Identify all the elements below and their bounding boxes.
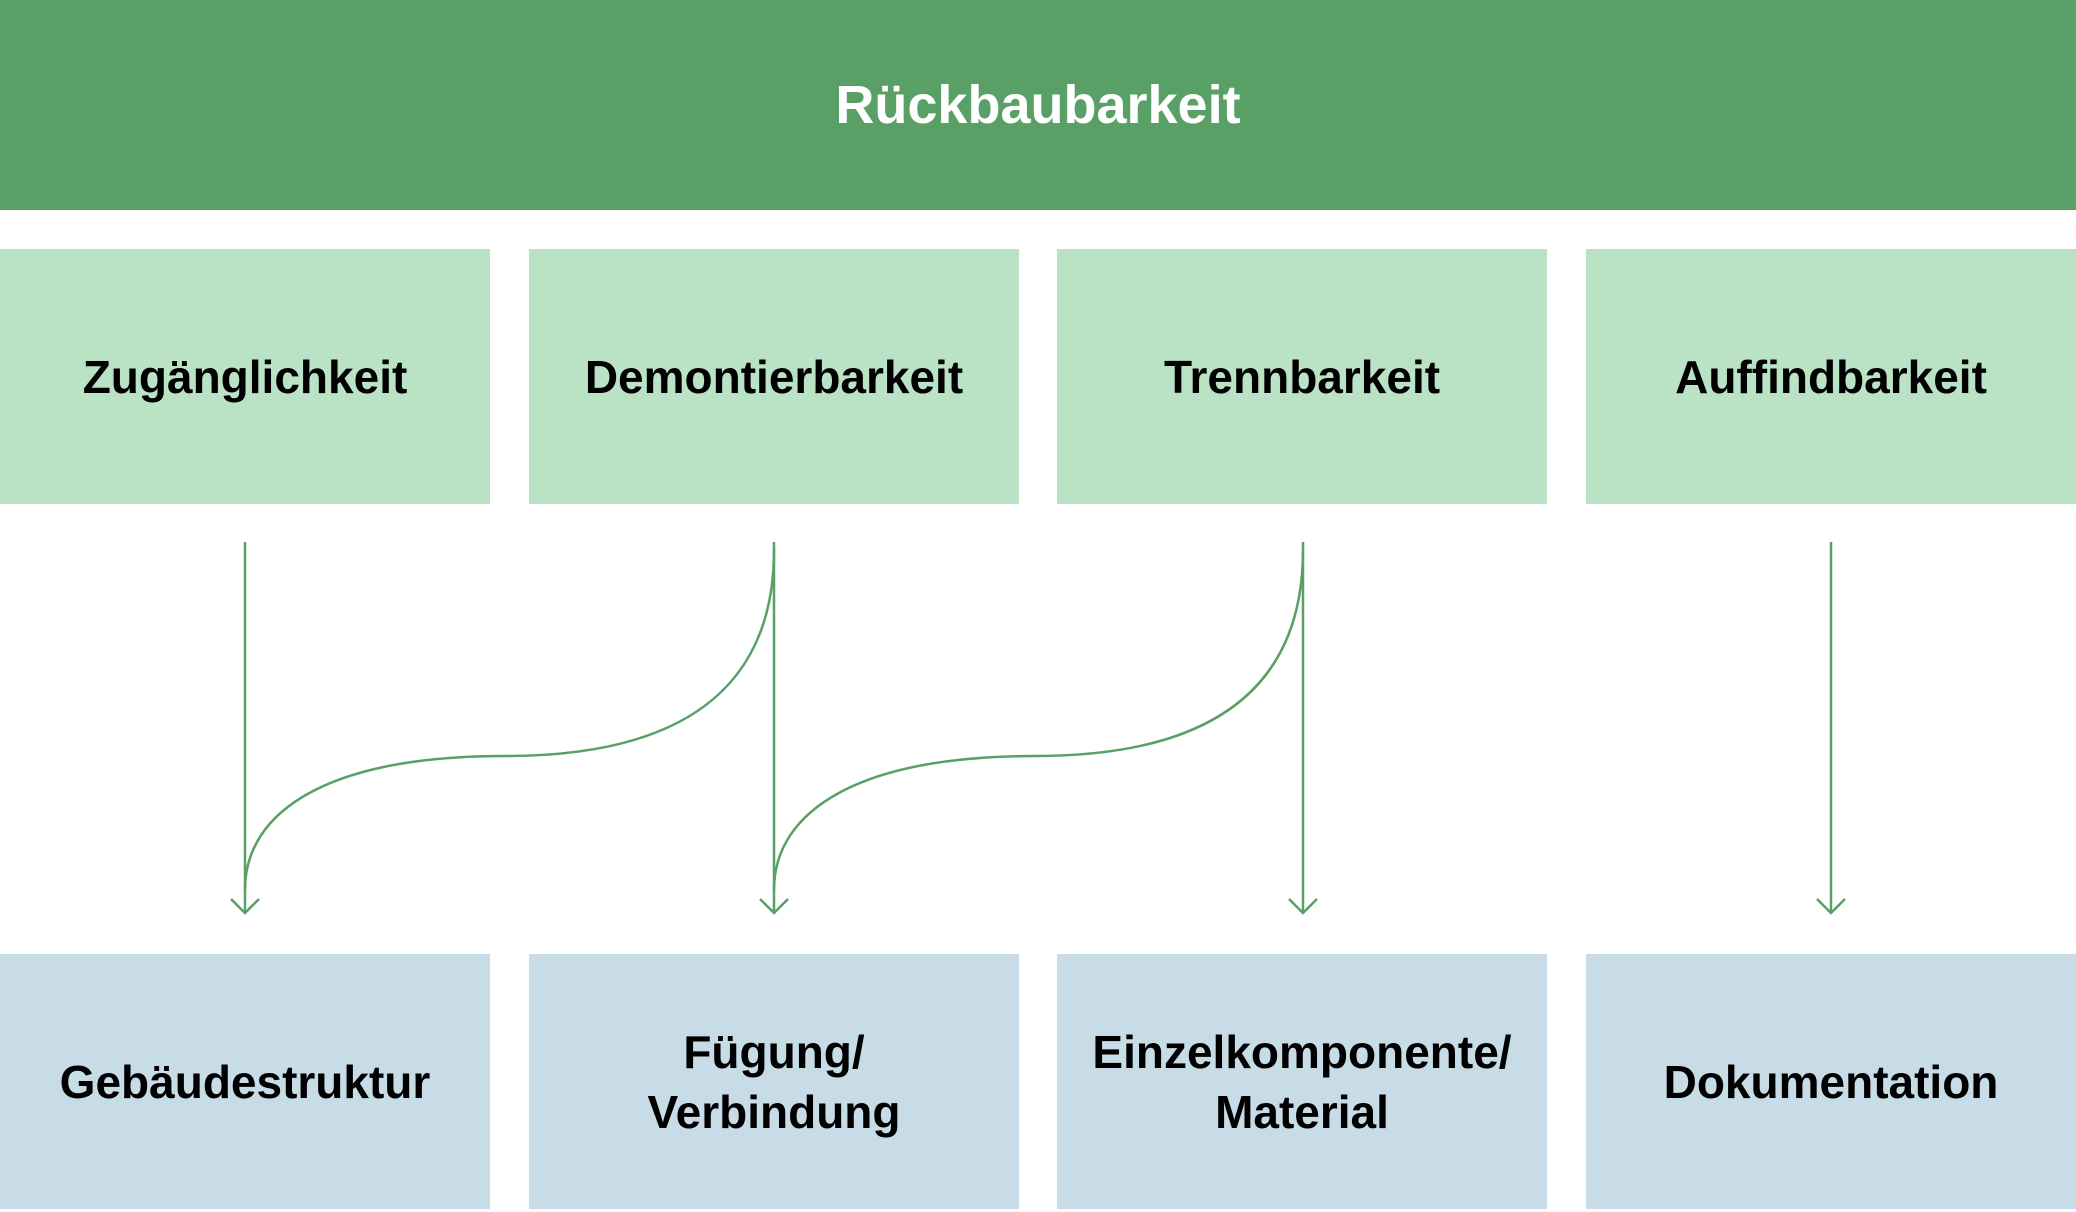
criterion-box-trennbarkeit: Trennbarkeit (1057, 249, 1547, 504)
diagram-title: Rückbaubarkeit (835, 75, 1241, 135)
level-box-dokumentation: Dokumentation (1586, 954, 2076, 1209)
arrow-head-4 (1816, 898, 1846, 915)
level-label: Fügung/ Verbindung (647, 1025, 901, 1138)
level-box-gebaeudestruktur: Gebäudestruktur (0, 954, 490, 1209)
level-box-fuegung-verbindung: Fügung/ Verbindung (529, 954, 1019, 1209)
level-label: Dokumentation (1663, 1055, 1999, 1108)
criterion-box-zugaenglichkeit: Zugänglichkeit (0, 249, 490, 504)
level-label: Einzelkomponente/ Material (1092, 1025, 1512, 1138)
level-label: Gebäudestruktur (59, 1055, 431, 1108)
header-bar: Rückbaubarkeit (0, 0, 2076, 210)
arrow-head-3 (1288, 898, 1318, 915)
curve-trennbarkeit-to-fuegung (772, 549, 1305, 891)
criterion-label: Trennbarkeit (1163, 350, 1441, 403)
arrow-head-2 (759, 898, 789, 915)
criterion-box-demontierbarkeit: Demontierbarkeit (529, 249, 1019, 504)
curve-demontierbarkeit-to-gebaeudestruktur (243, 549, 776, 891)
arrow-head-1 (230, 898, 260, 915)
criterion-box-auffindbarkeit: Auffindbarkeit (1586, 249, 2076, 504)
criterion-label: Zugänglichkeit (82, 350, 408, 403)
level-box-einzelkomponente-material: Einzelkomponente/ Material (1057, 954, 1547, 1209)
criterion-label: Demontierbarkeit (584, 350, 964, 403)
criterion-label: Auffindbarkeit (1675, 350, 1987, 403)
